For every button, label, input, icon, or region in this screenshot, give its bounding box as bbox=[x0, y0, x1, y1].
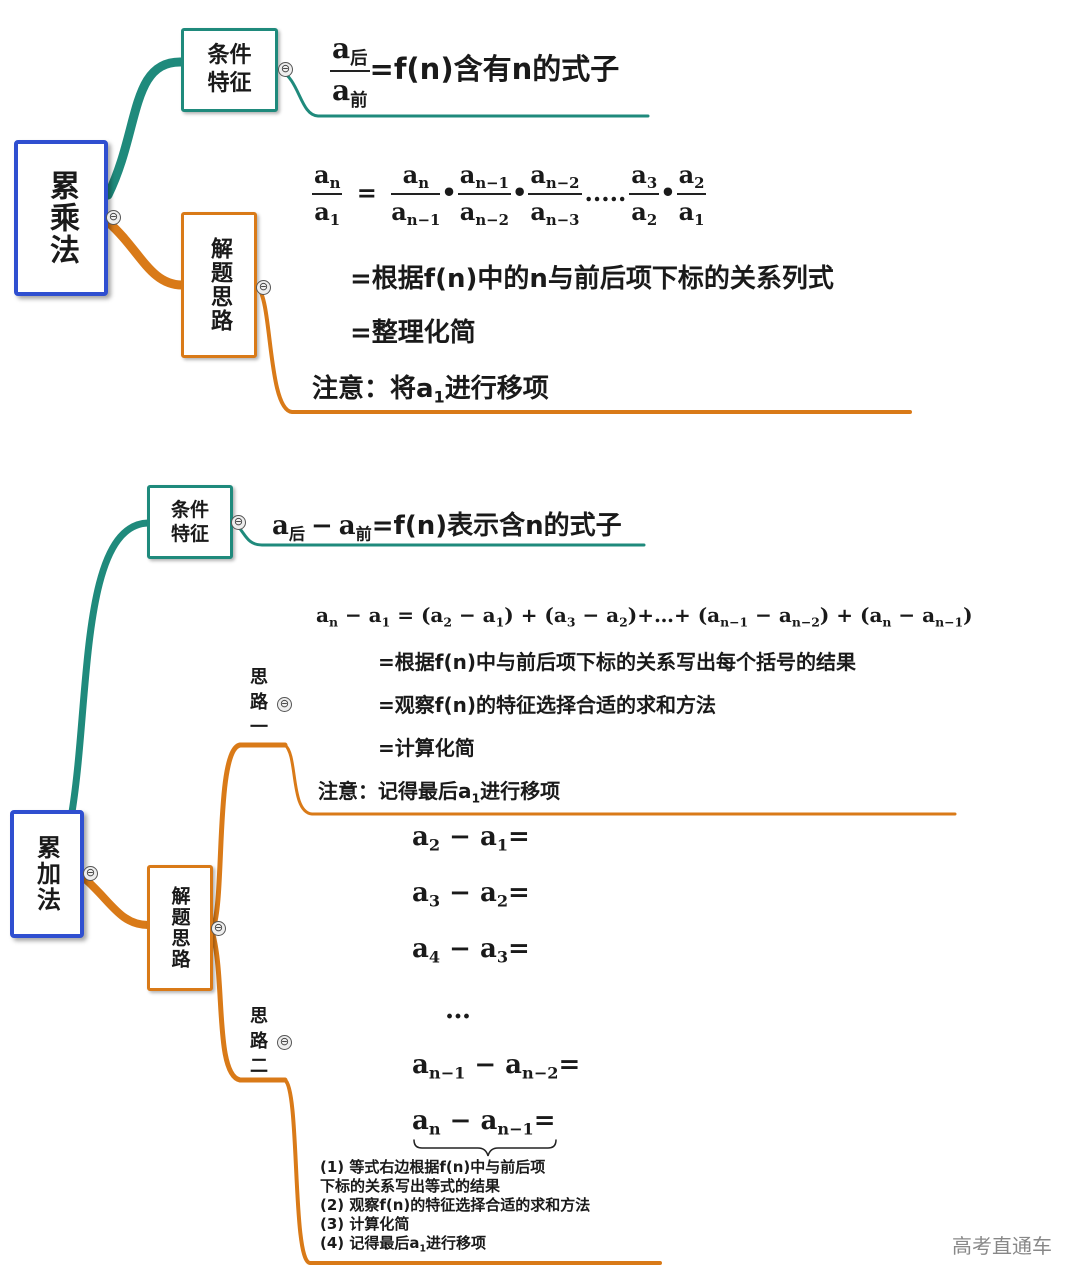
diff-eq-n: an − an−1= bbox=[412, 1106, 556, 1139]
top-step-1: =根据f(n)中的n与前后项下标的关系列式 bbox=[350, 264, 834, 294]
solve-path1-branch bbox=[210, 742, 288, 931]
top-cond-expression: a后 a前 =f(n)含有n的式子 bbox=[330, 32, 619, 111]
collapse-icon[interactable]: ⊖ bbox=[277, 697, 292, 712]
collapse-icon[interactable]: ⊖ bbox=[106, 210, 121, 225]
diff-ellipsis: … bbox=[445, 995, 471, 1025]
bottom-cond-node[interactable]: 条件特征 bbox=[147, 485, 233, 559]
path1-note: 注意：记得最后a1进行移项 bbox=[318, 779, 561, 806]
bottom-cond-text: =f(n)表示含n的式子 bbox=[371, 511, 622, 541]
collapse-icon[interactable]: ⊖ bbox=[256, 280, 271, 295]
path1-underline bbox=[283, 743, 957, 816]
top-cond-text: =f(n)含有n的式子 bbox=[369, 52, 620, 87]
top-root-cond-branch bbox=[103, 57, 187, 200]
top-note: 注意：将a1进行移项 bbox=[312, 374, 549, 407]
diff-eq-n-1: an−1 − an−2= bbox=[412, 1050, 581, 1083]
path1-step-3: =计算化简 bbox=[378, 736, 475, 760]
top-solve-underline bbox=[256, 286, 912, 414]
path2-note-line: (3) 计算化简 bbox=[320, 1215, 410, 1233]
solve-path2-branch bbox=[210, 932, 288, 1083]
path2-note-line: 下标的关系写出等式的结果 bbox=[320, 1177, 501, 1195]
path2-notes: (1) 等式右边根据f(n)中与前后项 下标的关系写出等式的结果 (2) 观察f… bbox=[320, 1158, 590, 1258]
watermark: 高考直通车 bbox=[952, 1234, 1052, 1258]
collapse-icon[interactable]: ⊖ bbox=[83, 866, 98, 881]
top-cond-node[interactable]: 条件特征 bbox=[181, 28, 278, 112]
root-add-method[interactable]: 累加法 bbox=[10, 810, 84, 938]
collapse-icon[interactable]: ⊖ bbox=[278, 62, 293, 77]
brace-icon bbox=[413, 1139, 557, 1157]
path2-note-line: (4) 记得最后a1进行移项 bbox=[320, 1234, 486, 1255]
path2-note-line: (1) 等式右边根据f(n)中与前后项 bbox=[320, 1158, 546, 1176]
bottom-solve-node[interactable]: 解题思路 bbox=[147, 865, 213, 991]
collapse-icon[interactable]: ⊖ bbox=[231, 515, 246, 530]
path-one-label[interactable]: 思路一 bbox=[250, 667, 268, 738]
top-root-solve-branch bbox=[103, 217, 187, 290]
sum-identity: an − a1 = (a2 − a1) + (a3 − a2)+…+ (an−1… bbox=[316, 603, 973, 630]
path-two-label[interactable]: 思路二 bbox=[250, 1006, 268, 1077]
collapse-icon[interactable]: ⊖ bbox=[277, 1035, 292, 1050]
top-step-2: =整理化简 bbox=[350, 318, 476, 348]
bottom-root-cond-branch bbox=[68, 519, 152, 816]
path2-note-line: (2) 观察f(n)的特征选择合适的求和方法 bbox=[320, 1196, 591, 1214]
path1-step-2: =观察f(n)的特征选择合适的求和方法 bbox=[378, 693, 716, 717]
path2-underline bbox=[283, 1078, 662, 1265]
root-multiply-method[interactable]: 累乘法 bbox=[14, 140, 108, 296]
path1-step-1: =根据f(n)中与前后项下标的关系写出每个括号的结果 bbox=[378, 650, 856, 674]
collapse-icon[interactable]: ⊖ bbox=[211, 921, 226, 936]
bottom-cond-expression: a后−a前=f(n)表示含n的式子 bbox=[272, 511, 622, 544]
top-solve-node[interactable]: 解题思路 bbox=[181, 212, 257, 358]
diff-eq-4: a4 − a3= bbox=[412, 934, 530, 967]
ratio-fraction: a后 a前 bbox=[330, 32, 370, 112]
diff-eq-3: a3 − a2= bbox=[412, 878, 530, 911]
diff-eq-2: a2 − a1= bbox=[412, 822, 530, 855]
bottom-root-solve-branch bbox=[80, 874, 152, 929]
